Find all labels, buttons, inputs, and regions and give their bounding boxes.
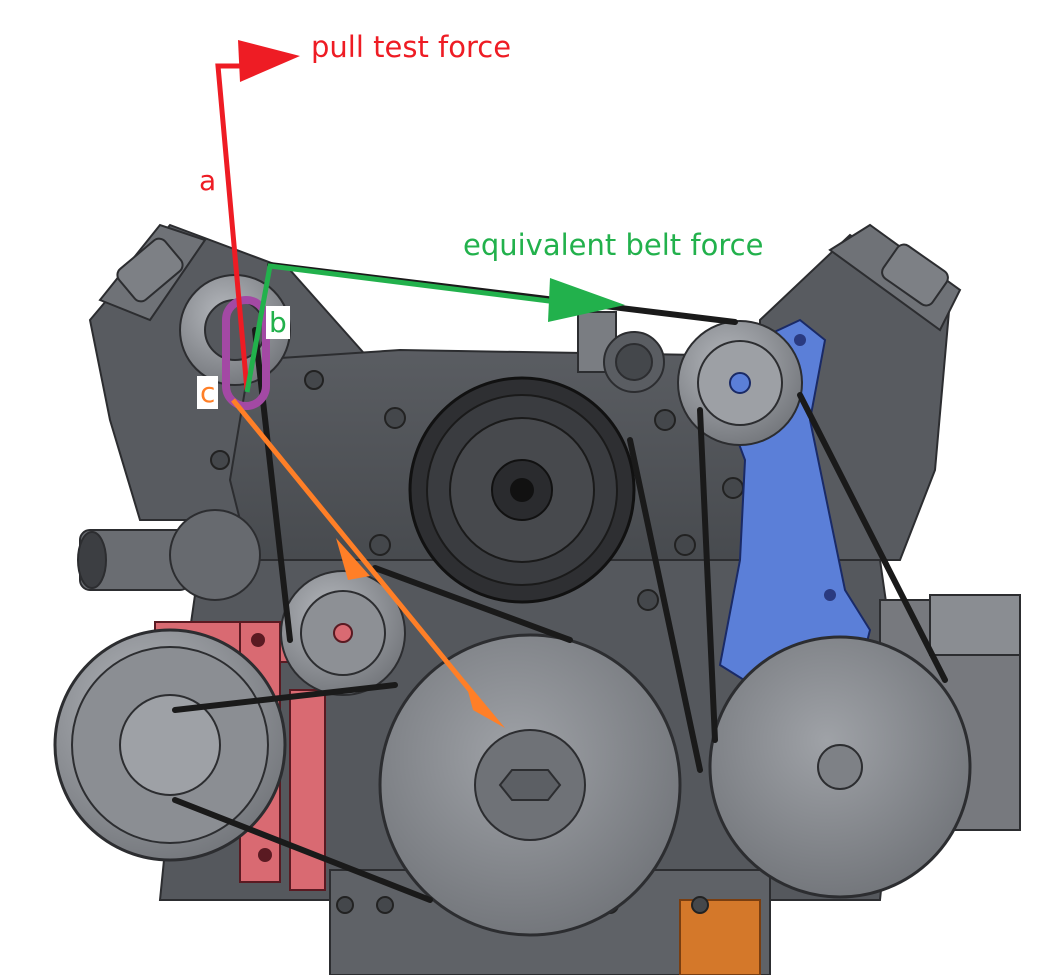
- belt-force-label: equivalent belt force: [463, 228, 764, 262]
- idler-pulley-small: [280, 570, 406, 696]
- belt-force-vector: [244, 263, 625, 393]
- label-c: c: [197, 376, 219, 409]
- label-b: b: [266, 306, 290, 339]
- idler-pulley-right: [677, 320, 803, 446]
- ac-compressor-pulley: [708, 635, 972, 899]
- pull-force-vector: [215, 40, 300, 391]
- pull-force-label: pull test force: [311, 30, 512, 64]
- crank-pulley: [378, 633, 682, 937]
- lever-arm-vector: [231, 398, 505, 728]
- tensioner-arm: [222, 296, 270, 410]
- water-pump-pulley: [408, 376, 636, 604]
- label-a: a: [199, 164, 217, 197]
- alternator-pulley: [53, 628, 287, 862]
